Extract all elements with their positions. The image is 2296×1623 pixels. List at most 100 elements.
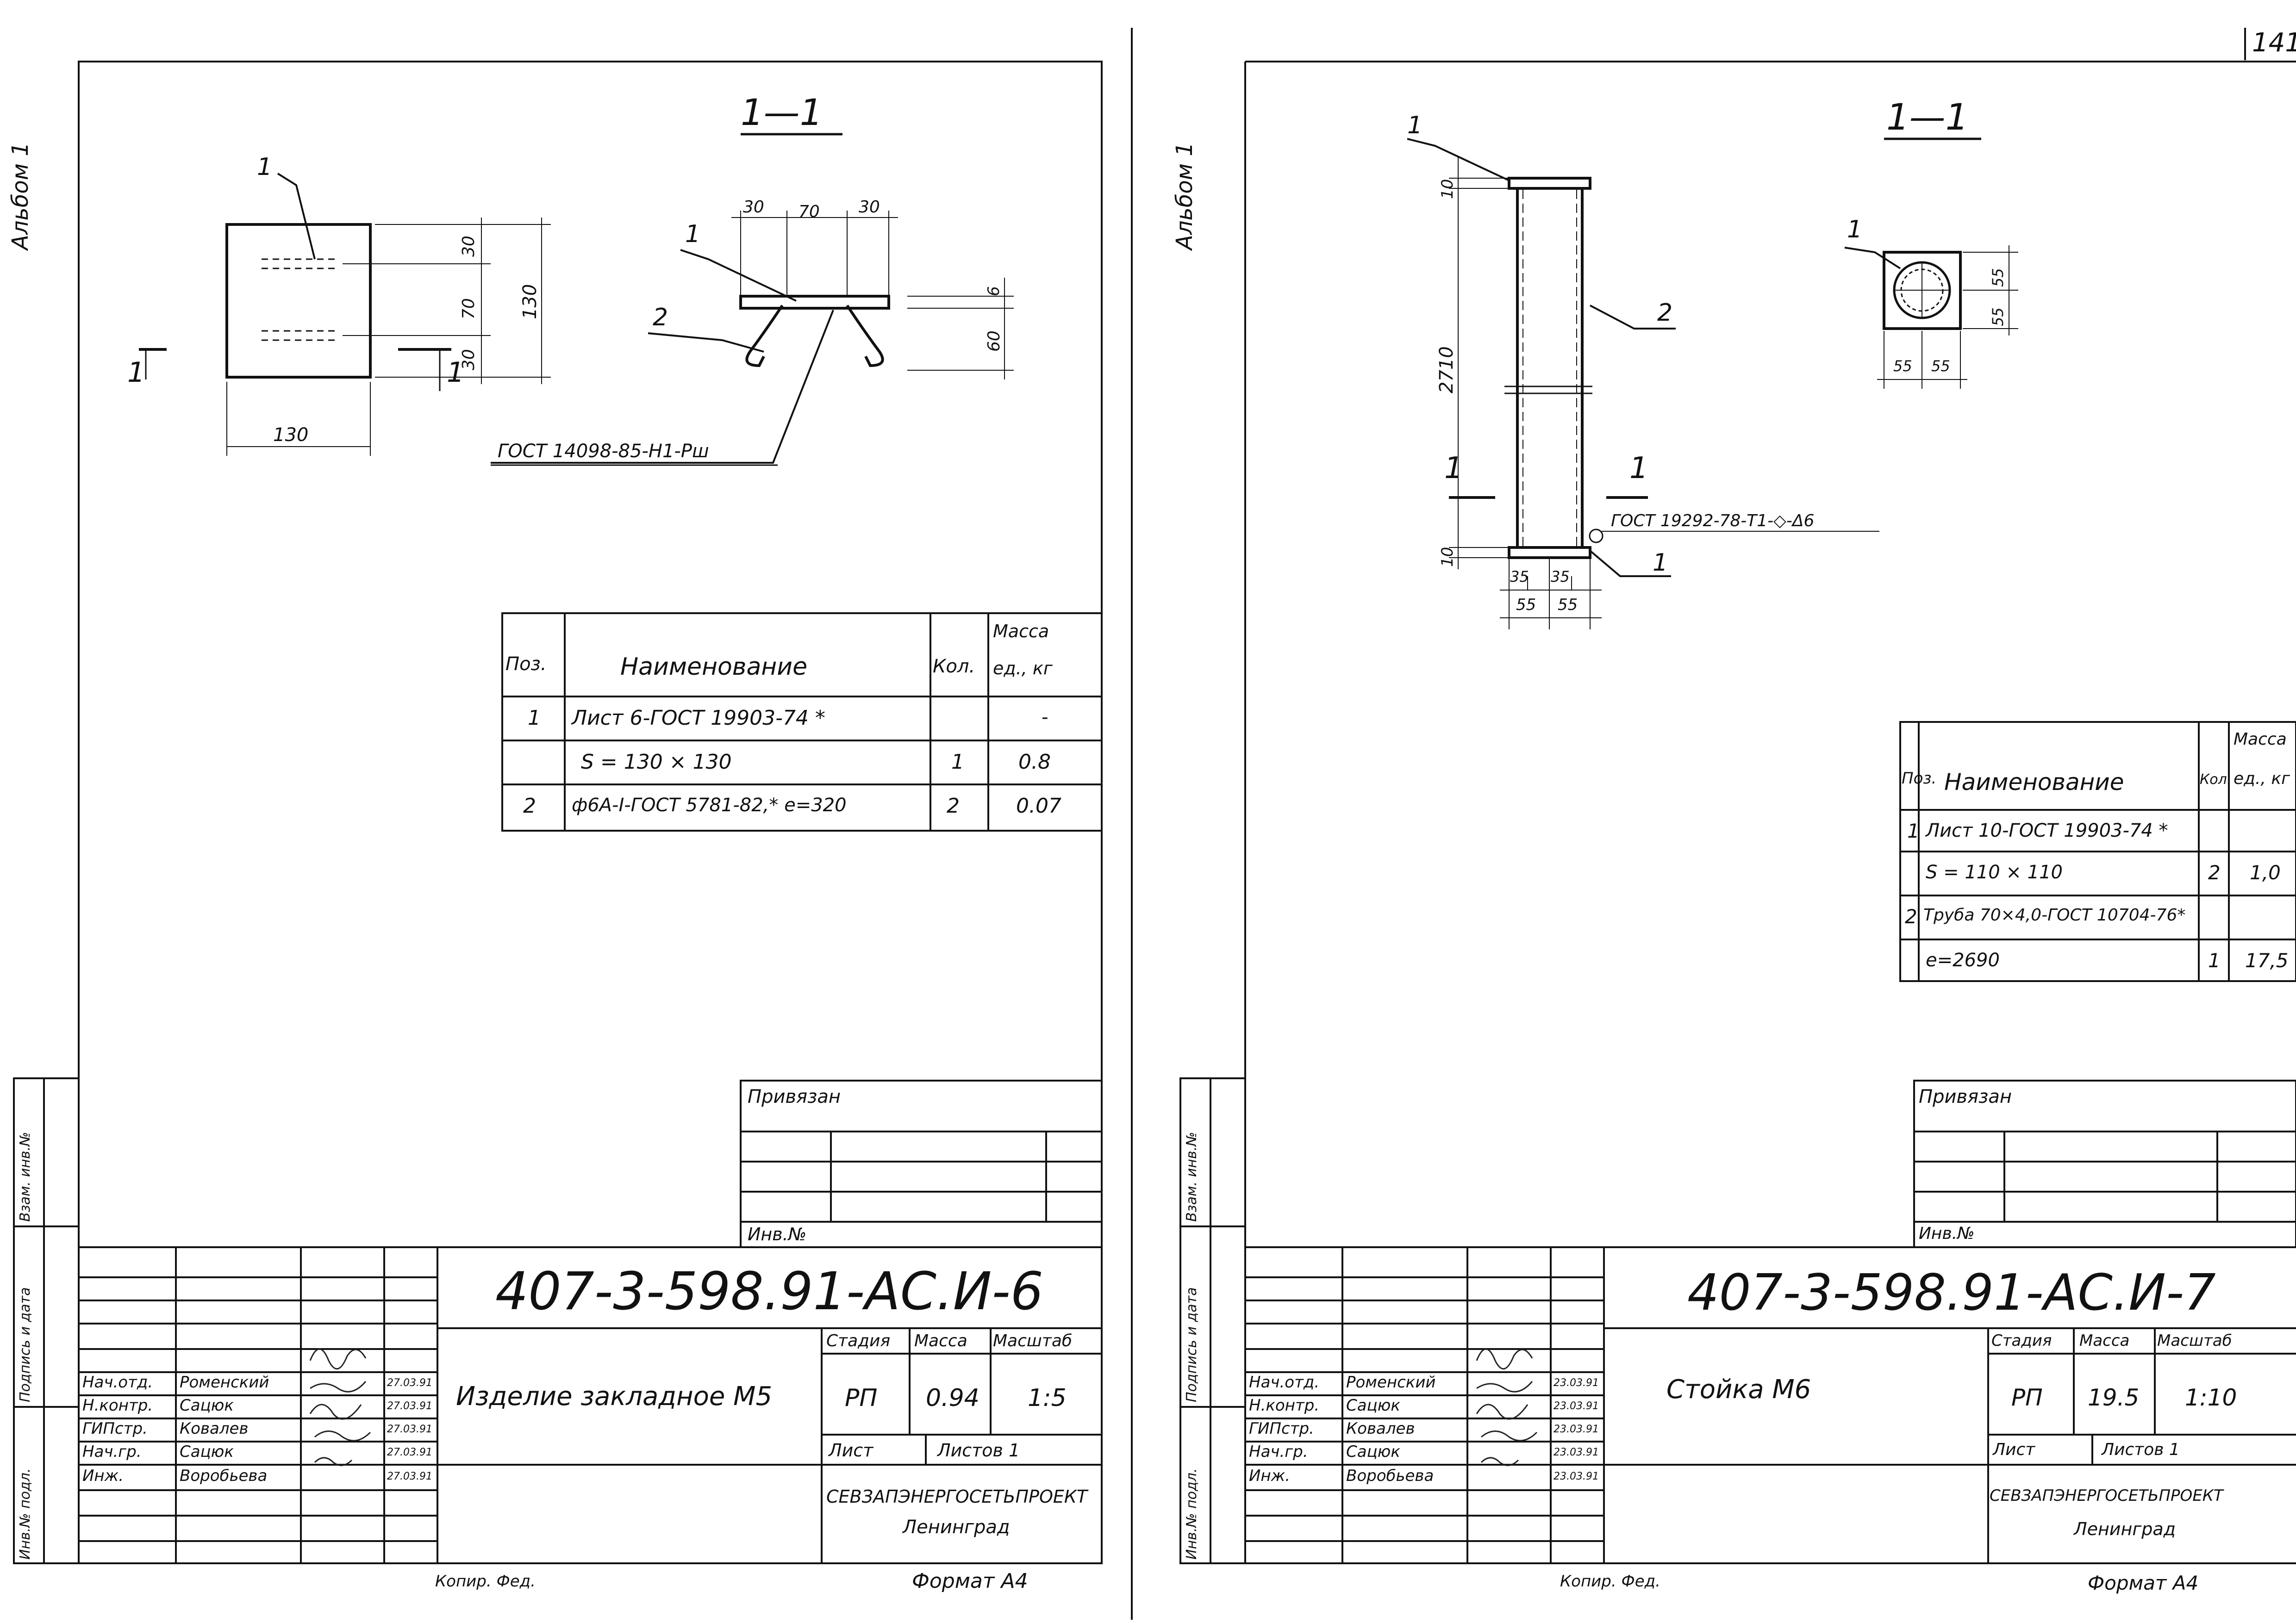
drawing-code: 407-3-598.91-АС.И-7	[1687, 1264, 2216, 1322]
city: Ленинград	[903, 1517, 1010, 1538]
spec-cell: 1,0	[2250, 861, 2281, 884]
spec-cell: ф6А-I-ГОСТ 5781-82,* е=320	[572, 795, 847, 816]
spec-cell: 2	[2208, 861, 2221, 884]
inv-no-label: Инв.№	[1919, 1224, 1975, 1243]
dim-label: 70	[459, 298, 478, 319]
spec-cell: 2	[947, 794, 960, 818]
format-note: Формат А4	[2088, 1572, 2199, 1594]
staff-role: Нач.гр.	[1249, 1443, 1308, 1461]
spec-header-qty: Кол.	[2200, 771, 2232, 788]
copied-note: Копир. Фед.	[1560, 1572, 1660, 1591]
staff-role: ГИПстр.	[82, 1419, 148, 1438]
organization: СЕВЗАПЭНЕРГОСЕТЬПРОЕКТ	[1990, 1486, 2223, 1505]
pos-callout: 2	[1657, 299, 1673, 327]
sheet-label: Лист	[829, 1440, 873, 1461]
spec-header-mass-unit: ед., кг	[2234, 769, 2290, 788]
pos-callout: 1	[685, 220, 701, 248]
staff-date: 27.03.91	[387, 1447, 432, 1458]
pos-callout: 1	[257, 153, 273, 181]
scale-value: 1:10	[2185, 1384, 2237, 1411]
staff-name: Сацюк	[1346, 1396, 1400, 1415]
left-linework	[13, 61, 1103, 1564]
staff-date: 27.03.91	[387, 1377, 432, 1389]
section-mark: 1	[1444, 451, 1463, 485]
staff-name: Сацюк	[180, 1443, 234, 1461]
pos-callout: 2	[653, 304, 668, 331]
side-label: Взам. инв.№	[17, 1132, 33, 1222]
staff-date: 27.03.91	[387, 1400, 432, 1412]
staff-role: Н.контр.	[1249, 1396, 1320, 1415]
sheets-label: Листов 1	[937, 1440, 1020, 1461]
dim-label: 55	[1989, 268, 2007, 287]
spec-cell: Лист 10-ГОСТ 19903-74 *	[1926, 820, 2168, 841]
section-mark: 1	[127, 356, 145, 389]
dim-label: 70	[799, 202, 820, 221]
dim-label: 35	[1510, 568, 1529, 585]
stage-value: РП	[2011, 1384, 2043, 1411]
staff-name: Воробьева	[1346, 1467, 1434, 1485]
weld-note: ГОСТ 19292-78-Т1-◇-Δ6	[1611, 511, 1815, 530]
mass-value: 0.94	[926, 1384, 980, 1412]
side-label: Инв.№ подл.	[1184, 1468, 1200, 1560]
page-number: 141	[2252, 28, 2296, 58]
album-label: Альбом 1	[7, 142, 33, 250]
spec-header-name: Наименование	[620, 653, 808, 681]
staff-role: Нач.отд.	[1249, 1373, 1320, 1392]
dim-label: 55	[1989, 307, 2007, 326]
staff-role: Нач.гр.	[82, 1443, 142, 1461]
side-label: Подпись и дата	[17, 1287, 33, 1403]
drawing-code: 407-3-598.91-АС.И-6	[495, 1262, 1044, 1322]
stage-value: РП	[845, 1384, 878, 1412]
spec-header-pos: Поз.	[1902, 769, 1937, 788]
pos-callout: 1	[1653, 549, 1668, 577]
mass-value: 19.5	[2088, 1384, 2140, 1411]
dim-label: 55	[1516, 596, 1536, 614]
spec-cell: Лист 6-ГОСТ 19903-74 *	[572, 706, 825, 730]
staff-role: Инж.	[82, 1467, 124, 1485]
staff-role: Инж.	[1249, 1467, 1291, 1485]
sheet-divider	[1131, 28, 1133, 1620]
drawing-title: Стойка М6	[1666, 1374, 1811, 1405]
mass-label: Масса	[914, 1331, 967, 1350]
spec-header-mass-unit: ед., кг	[993, 658, 1053, 678]
staff-name: Ковалев	[180, 1419, 249, 1438]
stage-label: Стадия	[826, 1331, 891, 1350]
dim-label: 55	[1893, 357, 1912, 375]
scale-value: 1:5	[1028, 1384, 1067, 1412]
staff-name: Воробьева	[180, 1467, 268, 1485]
privyazan-label: Привязан	[748, 1086, 841, 1107]
copied-note: Копир. Фед.	[435, 1572, 536, 1591]
staff-name: Роменский	[180, 1373, 269, 1392]
mass-label: Масса	[2079, 1331, 2130, 1350]
staff-name: Ковалев	[1346, 1419, 1415, 1438]
spec-cell: Труба 70×4,0-ГОСТ 10704-76*	[1923, 906, 2186, 925]
dim-label: 30	[459, 349, 478, 370]
drawing-sheet-left: Альбом 1 1—1 1 1 2 1 1 30 70 30 130 130 …	[7, 61, 1103, 1593]
spec-header-mass: Масса	[2234, 730, 2287, 749]
dim-label: 35	[1551, 568, 1570, 585]
album-label: Альбом 1	[1172, 142, 1198, 250]
gost-note: ГОСТ 14098-85-Н1-Рш	[498, 441, 709, 462]
pos-callout: 1	[1407, 112, 1423, 139]
right-linework	[1179, 28, 2296, 1564]
spec-cell: 1	[2208, 949, 2221, 972]
dim-label: 30	[459, 236, 478, 257]
sheet-label: Лист	[1993, 1440, 2035, 1459]
inv-no-label: Инв.№	[748, 1224, 807, 1244]
stage-label: Стадия	[1991, 1331, 2052, 1350]
organization: СЕВЗАПЭНЕРГОСЕТЬПРОЕКТ	[826, 1486, 1088, 1507]
section-mark: 1	[447, 356, 465, 389]
drawing-sheet-right: 141 Альбом 1 1—1 1 2 1 1 1 1 10 2710 10 …	[1148, 0, 2296, 1623]
format-note: Формат А4	[912, 1569, 1028, 1593]
dim-label: 30	[743, 198, 764, 217]
dim-label: 130	[273, 424, 309, 446]
dim-label: 10	[1438, 547, 1457, 567]
dim-label: 130	[519, 284, 541, 319]
dim-label: 30	[859, 198, 880, 217]
spec-cell: 1	[1907, 820, 1920, 842]
spec-cell: 17,5	[2245, 949, 2289, 972]
spec-header-pos: Поз.	[505, 653, 547, 675]
side-label: Взам. инв.№	[1184, 1132, 1200, 1222]
dim-label: 55	[1931, 357, 1950, 375]
pos-callout: 1	[1847, 216, 1863, 243]
